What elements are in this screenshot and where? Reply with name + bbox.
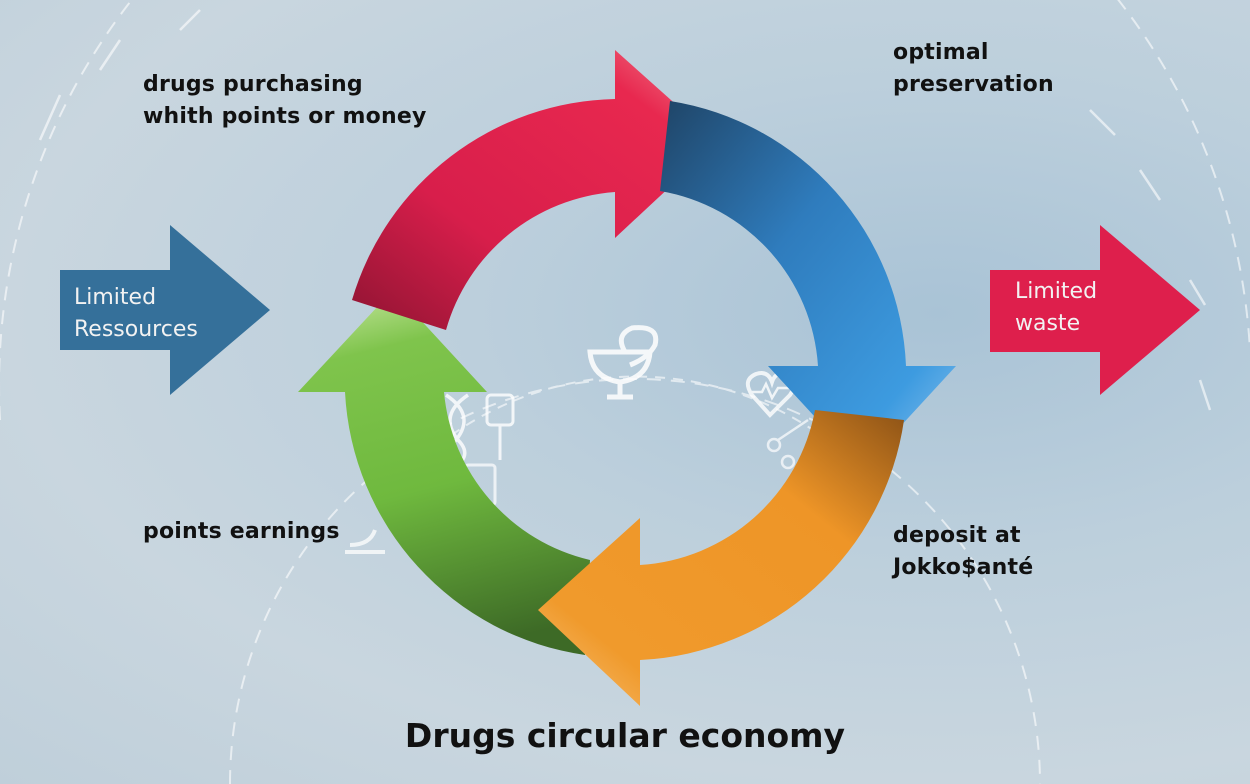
input-arrow-label-line1: Limited [74,285,157,310]
cycle-arrow-blue [660,101,956,468]
step-label-preservation-line2: preservation [893,72,1054,97]
step-label-purchasing-line2: whith points or money [143,104,427,129]
output-arrow-label-line2: waste [1015,311,1081,336]
output-arrow-label: Limited waste [1015,276,1097,340]
step-label-points-line1: points earnings [143,519,340,544]
step-label-purchasing: drugs purchasing whith points or money [143,69,427,133]
input-arrow-label: Limited Ressources [74,282,198,346]
step-label-deposit-line1: deposit at [893,523,1021,548]
cycle-arrow-red [352,50,718,330]
step-label-purchasing-line1: drugs purchasing [143,72,363,97]
microscope-icon [345,529,385,554]
step-label-deposit: deposit at Jokko$anté [893,520,1033,584]
step-label-preservation-line1: optimal [893,40,989,65]
iv-drip-icon [485,393,515,460]
step-label-points: points earnings [143,516,340,548]
output-arrow-label-line1: Limited [1015,279,1098,304]
cycle-arrow-green [298,290,590,655]
medicine-cup-icon [587,325,659,400]
output-arrow [990,225,1200,395]
diagram-title: Drugs circular economy [404,716,846,755]
cycle-arrow-orange [538,410,904,706]
step-label-preservation: optimal preservation [893,37,1054,101]
step-label-deposit-line2: Jokko$anté [893,555,1034,580]
input-arrow-label-line2: Ressources [74,317,198,342]
scissors-icon [766,418,809,470]
input-arrow [60,225,270,395]
